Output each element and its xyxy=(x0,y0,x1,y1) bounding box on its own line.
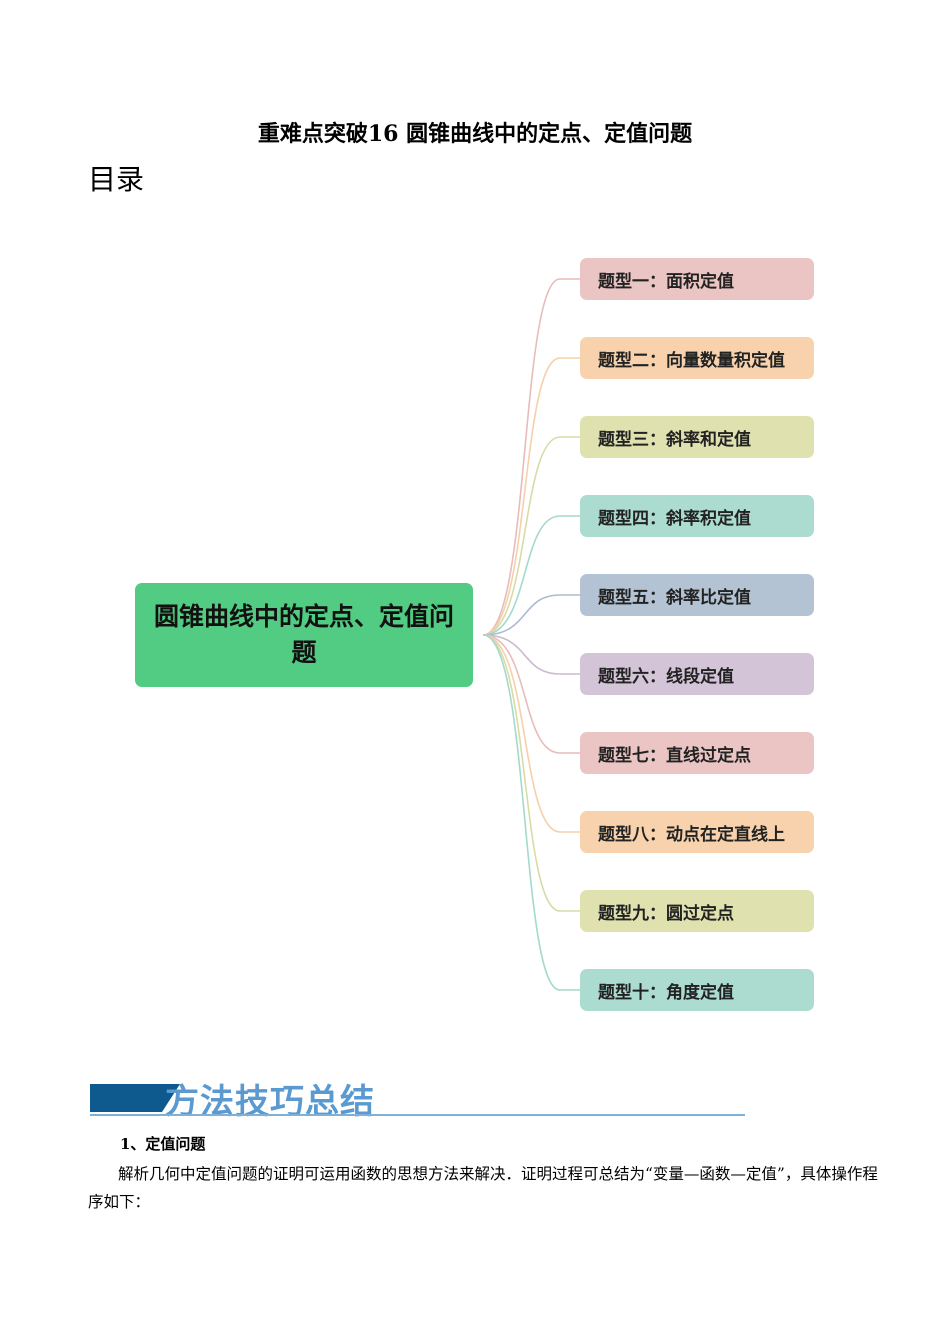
mindmap-branch-node: 题型四：斜率积定值 xyxy=(580,495,814,537)
mindmap-branch-node: 题型二：向量数量积定值 xyxy=(580,337,814,379)
section-banner: 方法技巧总结 xyxy=(90,1072,750,1122)
document-title: 重难点突破16 圆锥曲线中的定点、定值问题 xyxy=(257,121,693,147)
mindmap-connector xyxy=(482,634,580,754)
banner-block-shape xyxy=(90,1084,180,1112)
mindmap-branch-node: 题型十：角度定值 xyxy=(580,969,814,1011)
mindmap-connector xyxy=(482,436,580,636)
mindmap-branch-node: 题型三：斜率和定值 xyxy=(580,416,814,458)
mindmap-central-label: 圆锥曲线中的定点、定值问题 xyxy=(154,602,455,667)
mindmap-connector xyxy=(482,634,580,991)
mindmap-connector xyxy=(482,515,580,636)
banner-underline xyxy=(90,1114,745,1116)
toc-heading: 目录 xyxy=(88,163,145,196)
mindmap-branch-node: 题型八：动点在定直线上 xyxy=(580,811,814,853)
mindmap-connectors xyxy=(482,278,580,991)
mindmap-connector xyxy=(482,357,580,636)
mindmap-branch-node: 题型九：圆过定点 xyxy=(580,890,814,932)
mindmap-branch-node: 题型一：面积定值 xyxy=(580,258,814,300)
mindmap-connector xyxy=(482,634,580,912)
sub-heading: 1、定值问题 xyxy=(120,1135,206,1153)
mindmap-branch-node: 题型五：斜率比定值 xyxy=(580,574,814,616)
mindmap-connector xyxy=(482,278,580,636)
mindmap-central-node: 圆锥曲线中的定点、定值问题 xyxy=(135,583,473,687)
mindmap-connector xyxy=(482,634,580,833)
mindmap-connector xyxy=(482,634,580,675)
body-paragraph: 解析几何中定值问题的证明可运用函数的思想方法来解决．证明过程可总结为“变量—函数… xyxy=(88,1165,878,1211)
mindmap-branch-node: 题型六：线段定值 xyxy=(580,653,814,695)
mindmap-branch-node: 题型七：直线过定点 xyxy=(580,732,814,774)
mindmap-connector xyxy=(482,594,580,636)
